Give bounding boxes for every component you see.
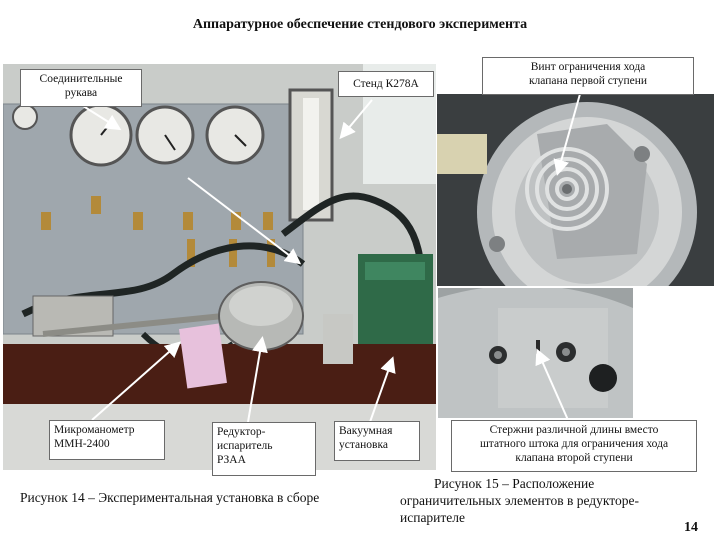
screw-photo bbox=[437, 94, 714, 286]
callout-reducer-line3: РЗАА bbox=[217, 454, 246, 466]
figure-15-caption-line1: Рисунок 15 – Расположение bbox=[434, 476, 595, 491]
callout-rods-line1: Стержни различной длины вместо bbox=[489, 424, 659, 436]
figure-15-caption-line2: ограничительных элементов в редукторе- bbox=[400, 493, 639, 508]
callout-vacuum-line1: Вакуумная bbox=[339, 425, 393, 437]
callout-reducer: Редуктор- испаритель РЗАА bbox=[212, 422, 316, 476]
callout-vacuum-line2: установка bbox=[339, 439, 388, 451]
slide-title: Аппаратурное обеспечение стендового эксп… bbox=[192, 17, 528, 32]
callout-reducer-line1: Редуктор- bbox=[217, 426, 266, 438]
callout-screw: Винт ограничения хода клапана первой сту… bbox=[482, 57, 694, 95]
callout-rods-line2: штатного штока для ограничения хода bbox=[479, 438, 669, 450]
callout-rods-line3: клапана второй ступени bbox=[515, 452, 633, 464]
figure-15-caption-line3: испарителе bbox=[400, 510, 466, 525]
callout-hoses: Соединительные рукава bbox=[20, 69, 142, 107]
callout-screw-line1: Винт ограничения хода bbox=[530, 61, 646, 73]
callout-hoses-line2: рукава bbox=[64, 87, 98, 99]
callout-micromanometer: Микроманометр ММН-2400 bbox=[49, 420, 165, 460]
figure-14-caption: Рисунок 14 – Экспериментальная установка… bbox=[20, 490, 320, 505]
callout-screw-line2: клапана первой ступени bbox=[528, 75, 648, 87]
callout-micromanometer-line1: Микроманометр bbox=[54, 424, 135, 436]
callout-hoses-line1: Соединительные bbox=[39, 73, 123, 85]
figure-15-caption: Рисунок 15 – Расположение ограничительны… bbox=[400, 475, 700, 526]
callout-reducer-line2: испаритель bbox=[217, 440, 273, 452]
callout-rods: Стержни различной длины вместо штатного … bbox=[451, 420, 697, 472]
callout-stand: Стенд К278А bbox=[338, 71, 434, 97]
setup-photo bbox=[3, 64, 436, 470]
callout-vacuum: Вакуумная установка bbox=[334, 421, 420, 461]
callout-stand-text: Стенд К278А bbox=[353, 78, 419, 90]
rods-photo bbox=[438, 288, 633, 418]
page-number: 14 bbox=[684, 520, 698, 535]
callout-micromanometer-line2: ММН-2400 bbox=[54, 438, 110, 450]
